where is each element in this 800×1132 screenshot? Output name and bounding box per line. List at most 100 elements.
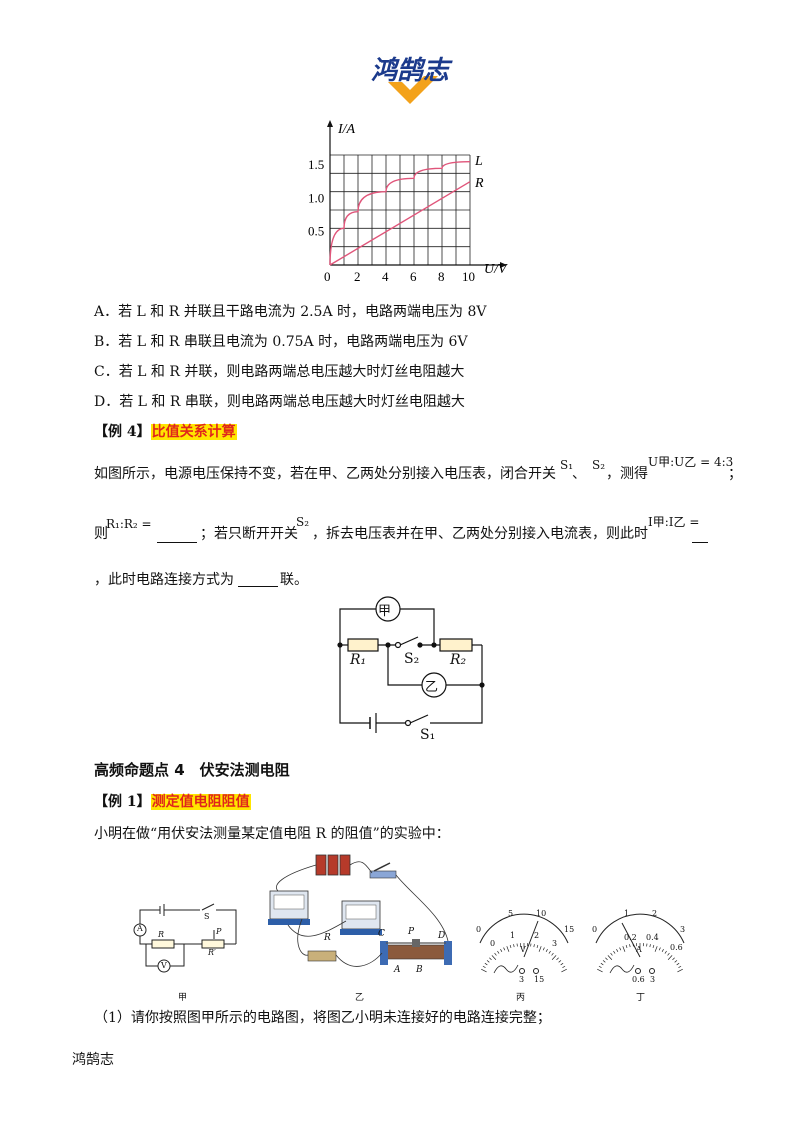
dial-tick: [600, 962, 604, 966]
example-4-title: 比值关系计算: [150, 424, 237, 440]
slider-p-label: P: [216, 927, 222, 936]
example-1-heading: 【例 1】测定值电阻阻值: [94, 792, 251, 812]
logo-check-shape: [388, 76, 438, 104]
dial-tick: [482, 965, 486, 968]
v-scale-1: 1: [510, 931, 516, 940]
switch-s-label: S: [204, 912, 210, 921]
a-unit: A: [636, 945, 642, 954]
dial-tick: [561, 968, 567, 973]
example-1-title: 测定值电阻阻值: [150, 794, 251, 810]
option-c: C．若 L 和 R 并联，则电路两端总电压越大时灯丝电阻越大: [94, 364, 465, 380]
dial-tick: [489, 957, 492, 961]
x-axis-label: U/V: [484, 262, 508, 277]
dial-tick: [551, 952, 554, 956]
dial-tick: [545, 949, 548, 952]
label-B-terminal: B: [416, 965, 423, 975]
label-A-terminal: A: [394, 965, 401, 975]
dial-tick: [538, 946, 542, 952]
figure-yi-apparatus: R P C D A B: [262, 845, 462, 985]
dial-tick: [536, 944, 539, 949]
v-scale-inner-0: 0: [490, 939, 496, 948]
dial-tick: [497, 950, 500, 954]
a-scale-0-2: 0.2: [624, 933, 637, 942]
x-tick-label: 6: [410, 269, 417, 284]
dial-tick: [509, 944, 512, 949]
dial-tick: [661, 949, 664, 952]
v-scale-5: 5: [508, 909, 514, 918]
a-scale-3: 3: [680, 925, 686, 934]
example-1-tag: 【例 1】: [94, 794, 151, 810]
example-4-heading: 【例 4】比值关系计算: [94, 422, 237, 442]
dial-tick: [558, 960, 562, 963]
dial-tick: [664, 950, 667, 954]
option-d: D．若 L 和 R 串联，则电路两端总电压越大时灯丝电阻越大: [94, 394, 465, 410]
option-b: B．若 L 和 R 串联且电流为 0.75A 时，电路两端电压为 6V: [94, 334, 468, 350]
dial-tick: [619, 947, 622, 951]
label-C: C: [378, 929, 385, 939]
dial-tick: [616, 949, 619, 952]
r1-label: R₁: [350, 652, 367, 668]
circuit-diagram-1: 甲 乙 R₁ R₂ S₂ S₁: [330, 595, 500, 745]
curve-label-R: R: [474, 176, 484, 191]
section-title: 高频命题点 4 伏安法测电阻: [94, 761, 290, 779]
dial-tick: [481, 968, 487, 973]
dial-tick: [607, 955, 613, 961]
series-line-R: [329, 181, 471, 266]
answer-blank-3[interactable]: [238, 586, 278, 587]
v-unit: V: [520, 945, 526, 954]
a-term-0-6: 0.6: [632, 975, 645, 984]
s2-label: S₂: [592, 458, 606, 472]
dial-tick: [649, 944, 651, 948]
option-a: A．若 L 和 R 并联且干路电流为 2.5A 时，电路两端电压为 8V: [94, 304, 487, 320]
y-tick-label: 1.0: [308, 190, 324, 205]
dial-tick: [598, 965, 602, 968]
ammeter-label: A: [137, 924, 143, 933]
dial-tick: [551, 955, 557, 961]
dial-tick: [610, 952, 613, 956]
a-term-3: 3: [650, 975, 656, 984]
dial-tick: [500, 949, 503, 952]
label-D: D: [438, 931, 446, 941]
dial-tick: [533, 944, 535, 948]
figure-ding-ammeter: 0 1 2 3 0.2 0.4 0.6 A 0.6 3: [588, 905, 693, 985]
r2-label: R₂: [450, 652, 467, 668]
then-label: 则: [94, 526, 108, 542]
dial-tick: [560, 962, 564, 966]
series-line-L: [329, 160, 471, 266]
meter-yi-label: 乙: [425, 680, 439, 695]
y-tick-label: 0.5: [308, 224, 324, 239]
dial-tick: [484, 962, 488, 966]
example-4-line2c: ，拆去电压表并在甲、乙两处分别接入电流表，则此时: [312, 526, 648, 542]
caption-yi: 乙: [355, 993, 365, 1003]
resistance-ratio: R₁:R₂ =: [106, 517, 152, 531]
dial-tick: [548, 950, 551, 954]
question-1: （1）请你按照图甲所示的电路图，将图乙小明未连接好的电路连接完整；: [94, 1010, 551, 1026]
resistor-r-label: R: [158, 930, 165, 939]
dial-tick: [667, 955, 673, 961]
dial-tick: [629, 944, 631, 948]
figure-jia-circuit: A V S R P R′: [130, 900, 245, 990]
voltmeter-label: V: [161, 961, 167, 970]
v-term-3: 3: [519, 975, 525, 984]
battery-pack: [315, 854, 351, 876]
v-scale-0: 0: [476, 925, 482, 934]
dial-tick: [674, 960, 678, 963]
a-scale-1: 1: [624, 909, 630, 918]
caption-jia: 甲: [178, 993, 188, 1003]
logo: 鸿鹄志: [354, 52, 466, 108]
x-tick-label: 10: [462, 269, 475, 284]
label-R: R: [324, 933, 331, 943]
answer-blank-2[interactable]: [692, 542, 708, 543]
dial-tick: [542, 947, 545, 951]
s1-switch-label: S₁: [420, 727, 436, 743]
dial-tick: [677, 968, 683, 973]
dial-tick: [513, 944, 515, 948]
example-4-line1: 如图所示，电源电压保持不变，若在甲、乙两处分别接入电压表，闭合开关: [94, 466, 556, 482]
dial-tick: [678, 965, 682, 968]
dial-tick: [602, 960, 606, 963]
logo-text: 鸿鹄志: [371, 56, 453, 85]
x-tick-label: 0: [324, 269, 331, 284]
dial-tick: [491, 955, 497, 961]
figure-bing-voltmeter: 0 5 10 15 0 1 2 3 V 3 15: [472, 905, 577, 985]
answer-blank-1[interactable]: [157, 542, 197, 543]
